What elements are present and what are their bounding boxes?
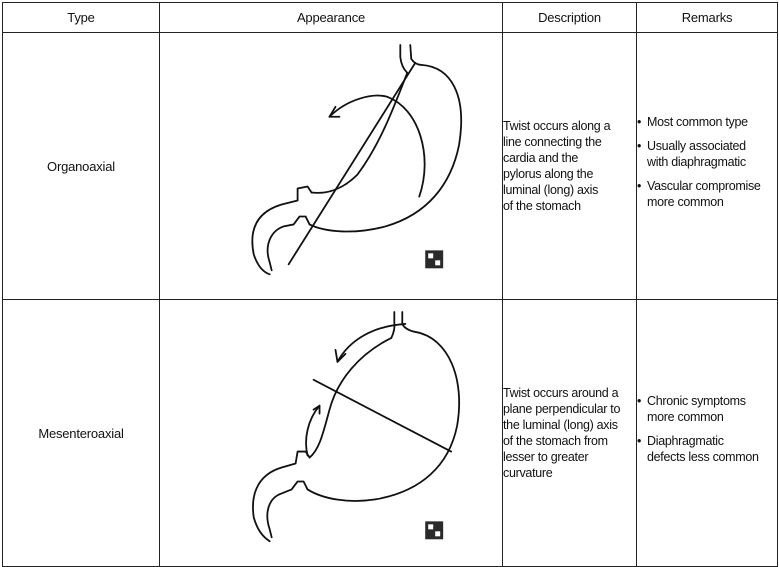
table-row-organoaxial: Organoaxial (2, 31, 778, 301)
type-label: Organoaxial (47, 158, 115, 174)
remark-item: Diaphragmatic defects less common (637, 433, 777, 465)
description-line: the luminal (long) axis (503, 418, 618, 433)
description-cell: Twist occurs along a line connecting the… (502, 31, 637, 301)
description-line: of the stomach from (503, 434, 608, 449)
remarks-list: Most common type Usually associated with… (637, 114, 777, 210)
remark-item: Chronic symptoms more common (637, 393, 777, 425)
description-line: plane perpendicular to (503, 402, 621, 417)
remark-line: more common (647, 410, 724, 425)
description-line: Twist occurs around a (503, 386, 619, 401)
header-remarks: Remarks (636, 2, 778, 33)
type-cell: Mesenteroaxial (2, 299, 160, 567)
remark-line: with diaphragmatic (647, 155, 746, 170)
description-line: curvature (503, 466, 553, 481)
remark-line: Diaphragmatic (647, 434, 724, 449)
remark-line: Chronic symptoms (647, 394, 746, 409)
description-line: luminal (long) axis (503, 183, 599, 198)
remarks-cell: Most common type Usually associated with… (636, 31, 778, 301)
organoaxial-stomach-icon (251, 44, 463, 276)
appearance-cell (159, 31, 503, 301)
remark-line: Most common type (647, 115, 748, 130)
description-line: cardia and the (503, 151, 579, 166)
remark-item: Usually associated with diaphragmatic (637, 138, 777, 170)
remark-line: more common (647, 195, 724, 210)
remarks-list: Chronic symptoms more common Diaphragmat… (637, 393, 777, 465)
remark-line: Usually associated (647, 139, 746, 154)
description-line: lesser to greater (503, 450, 589, 465)
publisher-logo-icon (425, 250, 444, 269)
appearance-cell (159, 299, 503, 567)
description-line: Twist occurs along a (503, 119, 611, 134)
remarks-cell: Chronic symptoms more common Diaphragmat… (636, 299, 778, 567)
remark-line: Vascular compromise (647, 179, 761, 194)
mesenteroaxial-stomach-icon (252, 311, 461, 543)
type-cell: Organoaxial (2, 31, 160, 301)
header-row: Type Appearance Description Remarks (2, 2, 778, 33)
description-cell: Twist occurs around a plane perpendicula… (502, 299, 637, 567)
description-line: of the stomach (503, 199, 581, 214)
remark-item: Most common type (637, 114, 777, 130)
header-description: Description (502, 2, 637, 33)
description-line: line connecting the (503, 135, 602, 150)
header-appearance: Appearance (159, 2, 503, 33)
type-label: Mesenteroaxial (38, 425, 124, 441)
remark-line: defects less common (647, 450, 759, 465)
publisher-logo-icon (425, 521, 444, 540)
header-type: Type (2, 2, 160, 33)
description-line: pylorus along the (503, 167, 594, 182)
table-row-mesenteroaxial: Mesenteroaxial (2, 299, 778, 567)
remark-item: Vascular compromise more common (637, 178, 777, 210)
